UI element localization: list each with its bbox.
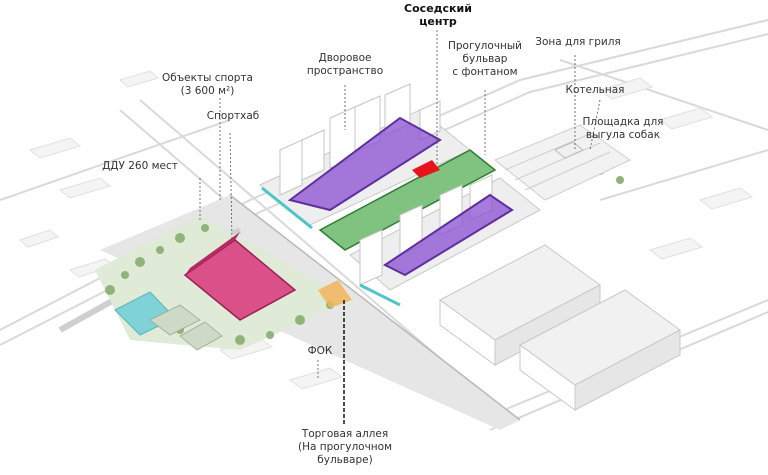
label-sports-objects: Объекты спорта (3 600 м²): [150, 72, 265, 98]
label-line: Прогулочный: [447, 40, 523, 52]
label-line: Соседский: [404, 2, 472, 15]
label-line: бульваре): [317, 454, 373, 466]
label-dog-area: Площадка для выгула собак: [568, 116, 678, 142]
label-line: Дворовое: [318, 52, 372, 64]
label-line: центр: [419, 15, 457, 28]
label-line: Спортхаб: [206, 110, 260, 122]
background-buildings: [19, 70, 754, 390]
label-grill: Зона для гриля: [528, 36, 628, 49]
leader-lines: [199, 30, 601, 380]
label-sport-hub: Спортхаб: [198, 110, 268, 123]
label-community-center: Соседский центр: [398, 2, 478, 28]
label-line: с фонтаном: [452, 66, 518, 78]
label-line: ФОК: [307, 345, 333, 357]
label-line: Объекты спорта: [162, 72, 253, 84]
school-building: [439, 244, 681, 411]
residential-block-south: [349, 174, 541, 307]
label-line: (На прогулочном: [298, 441, 392, 453]
sports-courts: [149, 304, 223, 351]
label-line: Торговая аллея: [301, 428, 389, 440]
label-line: пространство: [306, 65, 384, 77]
label-line: Котельная: [565, 84, 625, 96]
label-line: (3 600 м²): [180, 85, 235, 97]
label-alley: Торговая аллея (На прогулочном бульваре): [285, 428, 405, 467]
label-line: бульвар: [462, 53, 508, 65]
label-fok: ФОК: [300, 345, 340, 358]
community-center: [412, 160, 440, 178]
boiler-house: [554, 141, 584, 159]
sport-hub: [183, 232, 297, 321]
residential-block-north: [259, 83, 471, 230]
label-line: ДДУ 260 мест: [102, 160, 178, 172]
label-line: выгула собак: [585, 129, 661, 141]
parking-area: [494, 124, 631, 201]
label-line: Зона для гриля: [535, 36, 621, 48]
label-line: Площадка для: [582, 116, 664, 128]
label-kindergarten: ДДУ 260 мест: [85, 160, 195, 173]
label-boiler: Котельная: [560, 84, 630, 97]
label-boulevard: Прогулочный бульвар с фонтаном: [440, 40, 530, 79]
label-yard: Дворовое пространство: [300, 52, 390, 78]
